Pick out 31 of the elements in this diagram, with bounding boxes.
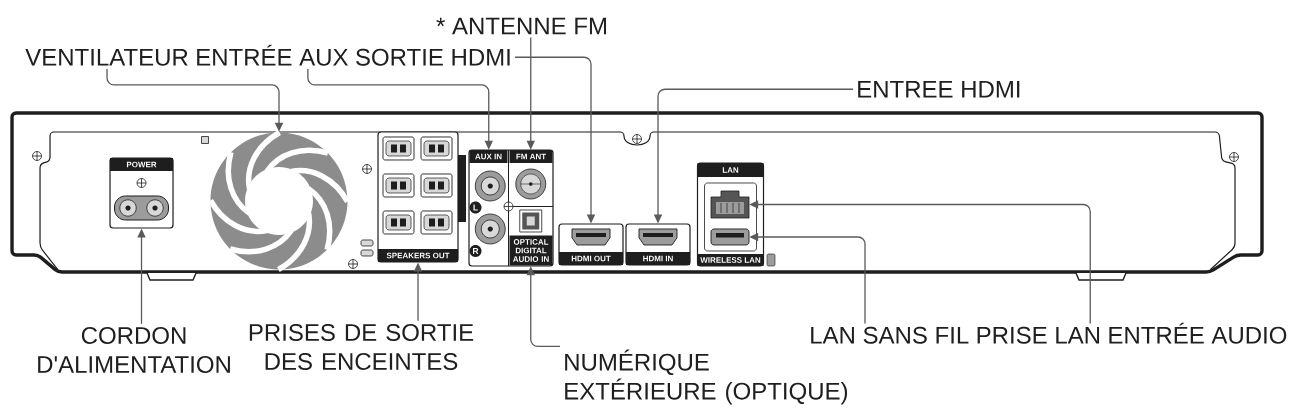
channel-badge: L bbox=[469, 201, 482, 214]
panel-label: OPTICAL DIGITAL AUDIO IN bbox=[509, 235, 553, 266]
panel-label: AUX IN bbox=[469, 150, 508, 163]
callout-label: ENTRÉE AUDIO bbox=[1109, 322, 1287, 344]
callout-label: NUMÉRIQUE EXTÉRIEURE (OPTIQUE) bbox=[565, 349, 848, 405]
power-socket-panel bbox=[109, 157, 174, 229]
hdmi-socket-panel bbox=[625, 223, 691, 266]
leader-line bbox=[749, 232, 866, 325]
leader-line bbox=[514, 56, 596, 224]
leader-line bbox=[526, 266, 561, 348]
callout-label: PRISE LAN bbox=[977, 326, 1100, 344]
callout-label: VENTILATEUR bbox=[25, 49, 188, 66]
callout-label: ENTRÉE AUX bbox=[197, 44, 348, 66]
callout-label: SORTIE HDMI bbox=[356, 48, 510, 66]
usb-port bbox=[710, 228, 750, 246]
cooling-fan bbox=[208, 130, 350, 272]
speaker-terminal-panel bbox=[377, 131, 459, 263]
callout-label: * ANTENNE FM bbox=[436, 17, 606, 35]
leader-line bbox=[749, 200, 1091, 325]
callout-label: PRISES DE SORTIE DES ENCEINTES bbox=[249, 324, 474, 370]
callout-label: LAN SANS FIL bbox=[811, 326, 969, 344]
hdmi-socket-panel bbox=[558, 223, 624, 266]
leader-line bbox=[526, 36, 535, 150]
leader-line bbox=[653, 88, 854, 224]
leader-line bbox=[137, 228, 146, 325]
callout-label: ENTREE HDMI bbox=[858, 81, 1020, 98]
panel-label: FM ANT bbox=[509, 150, 553, 163]
leader-line bbox=[413, 262, 423, 322]
channel-badge: R bbox=[469, 245, 482, 257]
callout-label: CORDON D'ALIMENTATION bbox=[38, 327, 230, 373]
leader-line bbox=[307, 68, 493, 150]
